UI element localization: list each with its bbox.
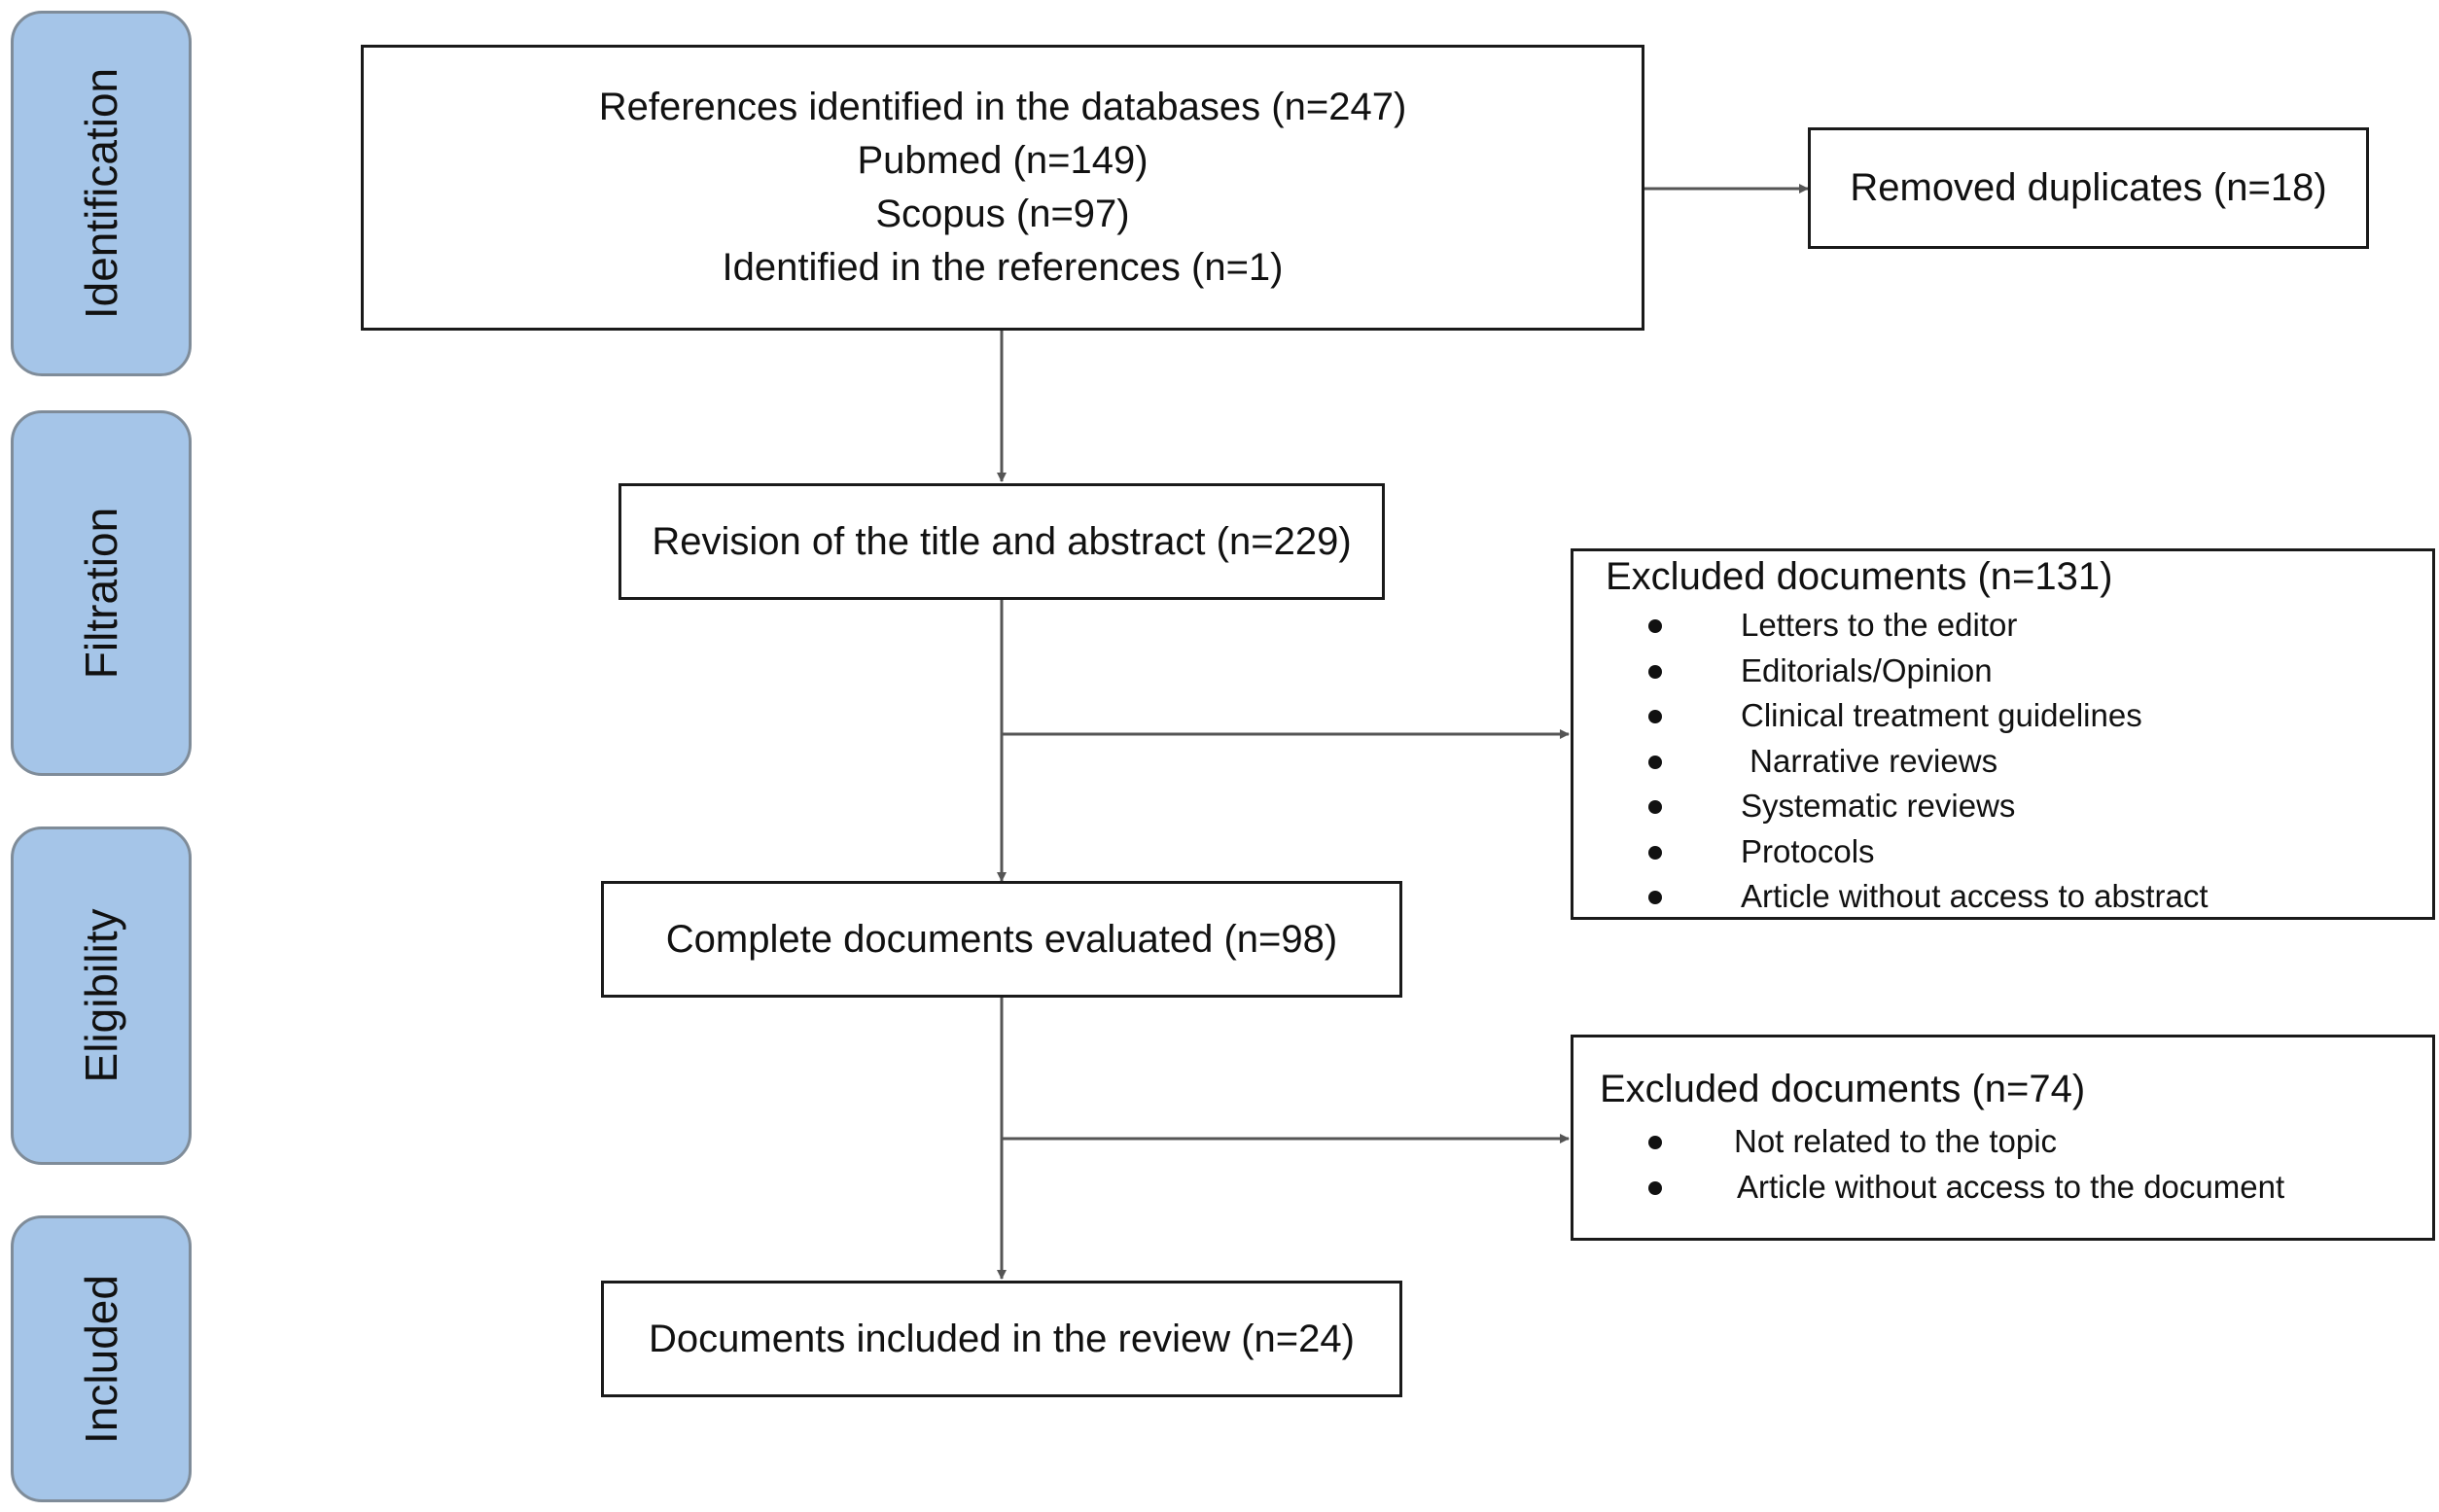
bullet-icon (1648, 664, 1662, 679)
full-text-text: Complete documents evaluated (n=98) (665, 917, 1338, 961)
exclusion-1-title: Excluded documents (n=131) (1606, 555, 2113, 598)
bullet-icon (1648, 891, 1662, 904)
phase-included-label: Included (76, 1274, 126, 1444)
identification-line-pubmed: Pubmed (n=149) (857, 139, 1149, 182)
phase-filtration: Filtration (11, 410, 192, 776)
exclusion-1-item: Letters to the editor (1741, 607, 2018, 643)
exclusion-2-title: Excluded documents (n=74) (1600, 1068, 2086, 1110)
identification-line-references: Identified in the references (n=1) (722, 246, 1284, 289)
exclusion-1-list: Letters to the editor Editorials/Opinion… (1573, 603, 2429, 920)
included-box: Documents included in the review (n=24) (601, 1281, 1402, 1397)
bullet-icon (1648, 800, 1662, 814)
identification-line-scopus: Scopus (n=97) (875, 193, 1130, 235)
list-item: Article without access to the document (1573, 1165, 2429, 1211)
identification-lines: References identified in the databases (… (599, 81, 1407, 295)
list-item: Not related to the topic (1573, 1119, 2429, 1165)
list-item: Protocols (1573, 829, 2429, 875)
bullet-icon (1648, 845, 1662, 860)
bullet-icon (1648, 755, 1662, 769)
duplicates-text: Removed duplicates (n=18) (1850, 166, 2327, 209)
list-item: Systematic reviews (1573, 784, 2429, 829)
screening-text: Revision of the title and abstract (n=22… (652, 519, 1352, 563)
duplicates-box: Removed duplicates (n=18) (1808, 127, 2369, 249)
phase-eligibility: Eligibility (11, 826, 192, 1165)
bullet-icon (1648, 1180, 1662, 1195)
identification-line-total: References identified in the databases (… (598, 86, 1407, 128)
exclusion-box-2: Excluded documents (n=74) Not related to… (1571, 1035, 2435, 1241)
exclusion-1-item: Systematic reviews (1741, 788, 2016, 824)
screening-box: Revision of the title and abstract (n=22… (619, 483, 1385, 600)
list-item: Editorials/Opinion (1573, 649, 2429, 694)
exclusion-1-item: Narrative reviews (1741, 742, 1998, 779)
phase-identification-label: Identification (76, 67, 126, 320)
list-item: Clinical treatment guidelines (1573, 693, 2429, 739)
list-item: Article without access to abstract (1573, 874, 2429, 920)
full-text-box: Complete documents evaluated (n=98) (601, 881, 1402, 998)
included-text: Documents included in the review (n=24) (649, 1317, 1355, 1360)
exclusion-1-item: Clinical treatment guidelines (1741, 697, 2142, 733)
phase-eligibility-label: Eligibility (76, 908, 126, 1083)
list-item: Letters to the editor (1573, 603, 2429, 649)
identification-box: References identified in the databases (… (361, 45, 1644, 331)
exclusion-2-list: Not related to the topic Article without… (1573, 1119, 2429, 1210)
exclusion-1-item: Protocols (1741, 832, 1875, 869)
exclusion-1-item: Editorials/Opinion (1741, 651, 1993, 688)
phase-identification: Identification (11, 11, 192, 376)
list-item: Narrative reviews (1573, 739, 2429, 785)
phase-included: Included (11, 1215, 192, 1502)
bullet-icon (1648, 619, 1662, 633)
bullet-icon (1648, 710, 1662, 723)
exclusion-2-item: Not related to the topic (1734, 1123, 2058, 1159)
bullet-icon (1648, 1136, 1662, 1149)
exclusion-box-1: Excluded documents (n=131) Letters to th… (1571, 548, 2435, 920)
phase-filtration-label: Filtration (76, 507, 126, 680)
exclusion-1-item: Article without access to abstract (1741, 878, 2209, 914)
exclusion-2-item: Article without access to the document (1737, 1168, 2285, 1205)
